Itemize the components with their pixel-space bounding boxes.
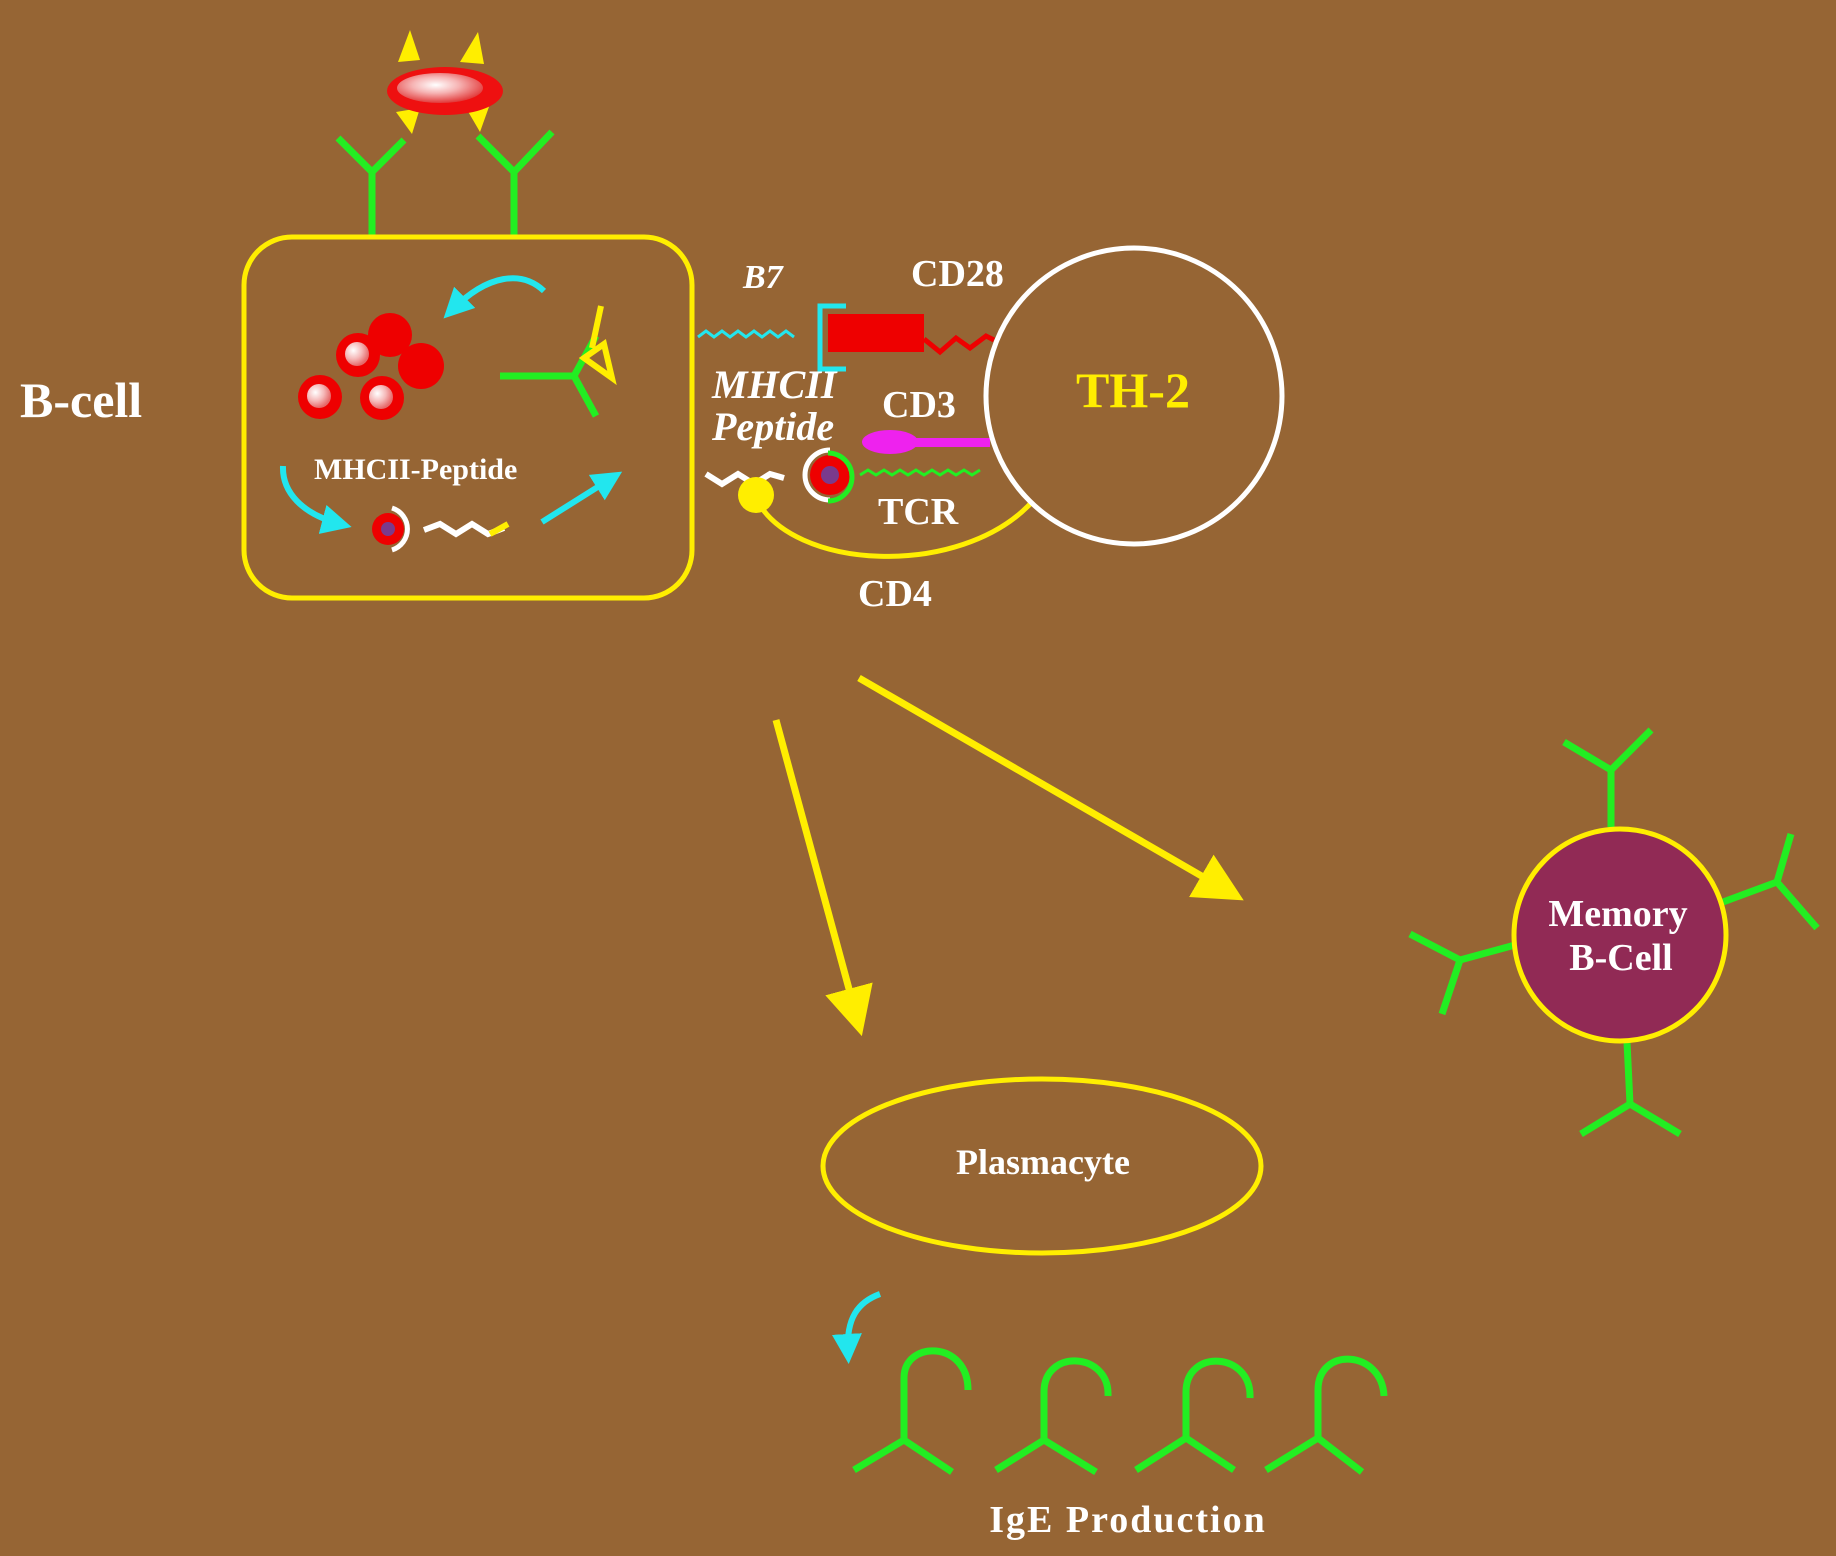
b7-molecule [697, 329, 795, 339]
memory-b-cell [1511, 826, 1729, 1044]
b7-molecule [817, 303, 846, 372]
mhcii-peptide-internal-label: MHCII-Peptide [314, 453, 517, 486]
cd28-label: CD28 [911, 253, 1004, 295]
presented-mhcii-peptide [704, 447, 855, 513]
arrow-icon [443, 275, 547, 319]
cd3-label: CD3 [882, 384, 956, 426]
tcr-label: TCR [878, 491, 959, 533]
peptide-label: Peptide [711, 404, 834, 449]
ige-antibody-icon [852, 1347, 972, 1475]
b-cell-membrane [241, 234, 695, 601]
allergen-icon [387, 30, 503, 134]
ige-antibody-icon [994, 1357, 1112, 1475]
cd3-molecule [912, 438, 990, 447]
cd4-label: CD4 [858, 573, 932, 615]
memory-b-cell-label-line1: Memory [1548, 893, 1687, 935]
tcr-molecule [859, 468, 981, 477]
b7-label: B7 [742, 259, 785, 296]
internal-antibody-antigen-complex [500, 305, 617, 418]
b-cell-label: B-cell [20, 372, 142, 428]
arrow-icon [540, 471, 623, 525]
arrow-to-plasmacyte [772, 719, 873, 1037]
cd28-molecule [828, 314, 924, 352]
cd28-molecule [922, 333, 996, 356]
cd4-molecule [753, 496, 1034, 559]
plasmacyte-label: Plasmacyte [956, 1142, 1130, 1182]
mhcii-label: MHCII [711, 362, 838, 407]
th2-cell [983, 245, 1285, 547]
memory-b-cell-label-line2: B-Cell [1569, 937, 1672, 979]
th2-label: TH-2 [1076, 362, 1190, 418]
arrow-icon [279, 465, 352, 534]
arrow-icon [831, 1291, 882, 1364]
ige-antibody-icon [1264, 1355, 1388, 1475]
b-cell-surface-antibody-right [475, 129, 555, 236]
memory-b-cell-antibodies [1408, 727, 1820, 1138]
internal-mhcii-peptide [372, 505, 510, 553]
b-cell-surface-antibody-left [335, 135, 407, 236]
arrow-to-memory-b-cell [857, 674, 1244, 901]
plasmacyte-cell [820, 1076, 1264, 1256]
ige-antibody-icon [1134, 1357, 1254, 1473]
internalized-antigen-cluster [298, 313, 444, 420]
ige-production-label: IgE Production [989, 1499, 1267, 1541]
cd3-molecule [862, 430, 918, 454]
